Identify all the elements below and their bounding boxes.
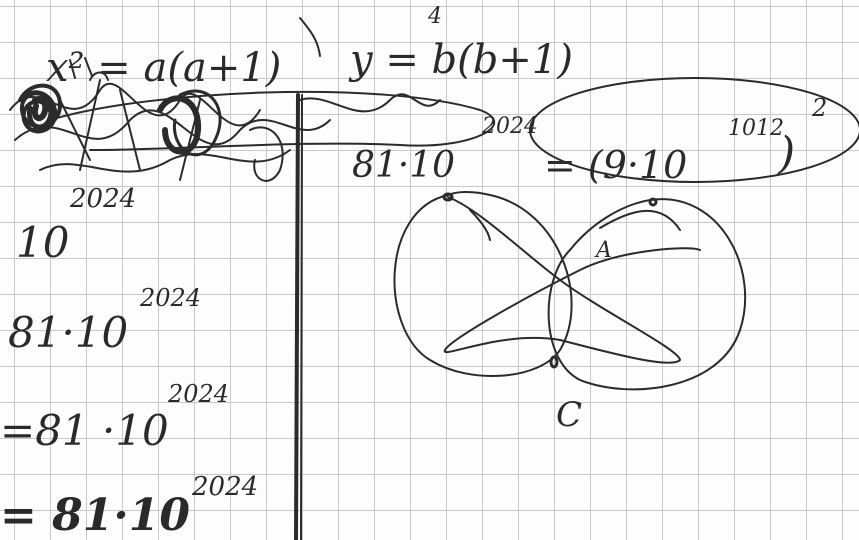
left-line2-exponent: 2024	[140, 284, 202, 312]
left-line4-exponent: 2024	[192, 472, 259, 502]
expression-base: 81·10	[352, 145, 456, 186]
point-c-label: C	[556, 395, 583, 435]
diagram-circles	[393, 191, 747, 391]
divider-line	[294, 93, 303, 540]
diagram-points	[442, 192, 658, 369]
point-a-label: A	[596, 238, 612, 263]
left-line2-base: 81·10	[8, 308, 129, 357]
equation-y: y = b(b+1)	[350, 37, 573, 83]
left-line3-base: =81 ·10	[0, 406, 169, 455]
left-line3-exponent: 2024	[168, 380, 230, 408]
scribble-heavy	[18, 83, 62, 134]
left-line4-base: = 81·10	[0, 490, 190, 540]
expression-equals-part: = (9·10	[544, 143, 688, 187]
expression-inner-exponent: 1012	[728, 116, 784, 141]
diagram-figure-eight	[443, 196, 701, 364]
expression-closing: )	[778, 128, 796, 179]
problem-number: 4	[428, 4, 442, 29]
oval-top	[49, 90, 496, 151]
expression-exponent: 2024	[482, 114, 538, 139]
left-line1-exponent: 2024	[70, 184, 137, 214]
left-line1-base: 10	[16, 218, 70, 267]
equation-x: x² = a(a+1)	[46, 45, 282, 91]
expression-outer-exponent: 2	[812, 94, 828, 122]
